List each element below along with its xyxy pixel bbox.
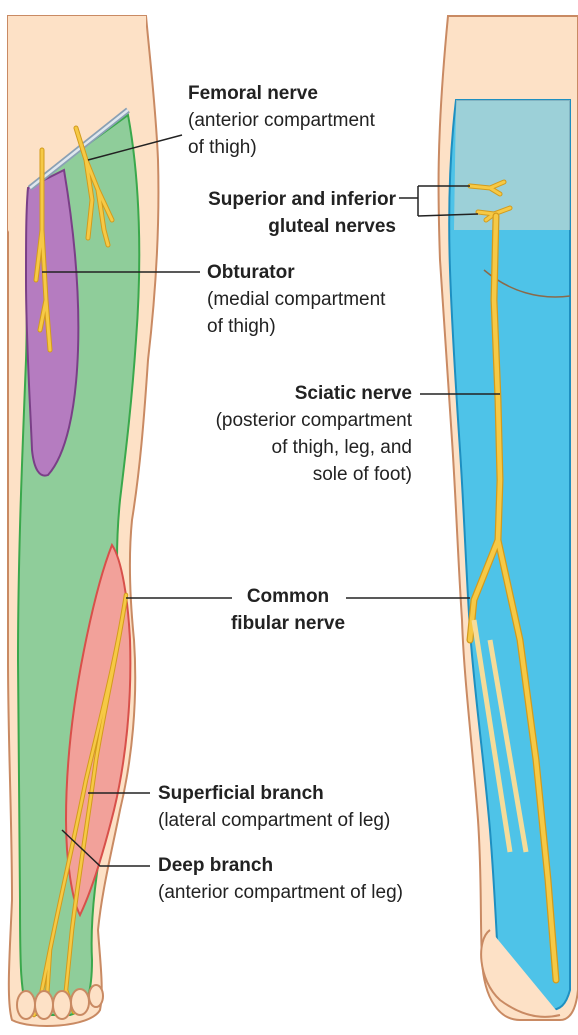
posterior-compartment-thigh-leg — [448, 99, 571, 1011]
sciatic-label: Sciatic nerve (posterior compartment of … — [170, 380, 412, 488]
common-fibular-label-line-1: Common — [246, 586, 330, 607]
obturator-nerve — [33, 147, 53, 353]
common-fibular-label: Common fibular nerve — [212, 583, 364, 637]
leader-gluteal — [399, 185, 479, 217]
posterior-limb — [437, 15, 578, 1021]
leader-deep — [61, 829, 150, 867]
femoral-label-desc-1: (anterior compartment — [188, 110, 375, 131]
sciatic-label-desc-1: (posterior compartment — [215, 410, 412, 431]
leader-lines — [42, 134, 500, 867]
posterior-tendons — [471, 619, 529, 853]
sciatic-label-desc-2: of thigh, leg, and — [271, 437, 413, 458]
anterior-limb — [6, 15, 160, 1027]
obturator-label-name: Obturator — [207, 262, 295, 283]
gluteal-label-line-2: gluteal nerves — [268, 216, 396, 237]
sciatic-label-name: Sciatic nerve — [294, 383, 412, 404]
femoral-label: Femoral nerve (anterior compartment of t… — [188, 80, 375, 161]
deep-branch-label: Deep branch (anterior compartment of leg… — [158, 852, 403, 906]
obturator-label-desc-1: (medial compartment — [207, 289, 386, 310]
common-fibular-label-line-2: fibular nerve — [230, 613, 346, 634]
sciatic-label-desc-3: sole of foot) — [312, 464, 412, 485]
gluteal-nerves — [467, 179, 513, 223]
superficial-branch-label: Superficial branch (lateral compartment … — [158, 780, 390, 834]
femoral-nerve — [73, 125, 115, 248]
gluteal-label-line-1: Superior and inferior — [208, 189, 396, 210]
gluteal-label: Superior and inferior gluteal nerves — [170, 186, 396, 240]
femoral-label-name: Femoral nerve — [188, 83, 318, 104]
posterior-foot — [480, 929, 561, 1018]
leader-femoral — [87, 134, 183, 161]
deep-branch-label-desc: (anterior compartment of leg) — [158, 882, 403, 903]
anterior-toes — [16, 984, 104, 1020]
deep-branch-label-name: Deep branch — [158, 855, 274, 876]
sciatic-nerve — [466, 212, 560, 984]
obturator-label-desc-2: of thigh) — [207, 316, 276, 337]
femoral-label-desc-2: of thigh) — [188, 137, 257, 158]
obturator-label: Obturator (medial compartment of thigh) — [207, 259, 385, 340]
superficial-branch-label-desc: (lateral compartment of leg) — [158, 810, 391, 831]
superficial-branch-label-name: Superficial branch — [158, 783, 324, 804]
